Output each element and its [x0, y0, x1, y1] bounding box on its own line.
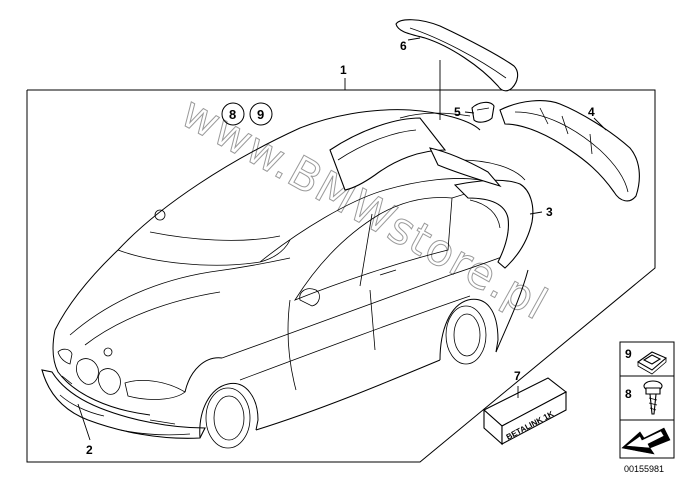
clip-nut-icon [636, 351, 668, 375]
fastener-legend: 9 8 [619, 341, 675, 459]
image-code: 00155981 [624, 464, 664, 474]
watermark: www.BMWstore.pl [173, 87, 556, 330]
circled-ref-9-label: 9 [257, 107, 264, 122]
assembly-frame [26, 89, 656, 463]
callout-6: 6 [400, 39, 407, 53]
car-illustration [41, 109, 534, 449]
rear-spoiler-part [395, 19, 519, 92]
callout-5: 5 [454, 105, 461, 119]
arrow-direction-icon [621, 427, 671, 455]
circled-ref-8-label: 8 [229, 107, 236, 122]
callout-4: 4 [588, 105, 595, 119]
circled-ref-9 [249, 102, 273, 126]
callout-7: 7 [514, 369, 521, 383]
callout-1: 1 [340, 63, 347, 77]
rear-diffuser-part [499, 100, 640, 202]
circled-references: 8 9 [221, 102, 273, 126]
legend-label-8: 8 [625, 387, 632, 401]
circled-ref-8 [221, 102, 245, 126]
leader-lines [77, 37, 607, 441]
callout-numbers: 1 2 3 4 5 6 7 [86, 39, 595, 457]
adhesive-box-part: BETALINK 1K [483, 377, 568, 446]
cover-cap-part [471, 101, 495, 123]
callout-3: 3 [546, 205, 553, 219]
legend-label-9: 9 [625, 347, 632, 361]
callout-2: 2 [86, 443, 93, 457]
screw-icon [643, 380, 663, 415]
